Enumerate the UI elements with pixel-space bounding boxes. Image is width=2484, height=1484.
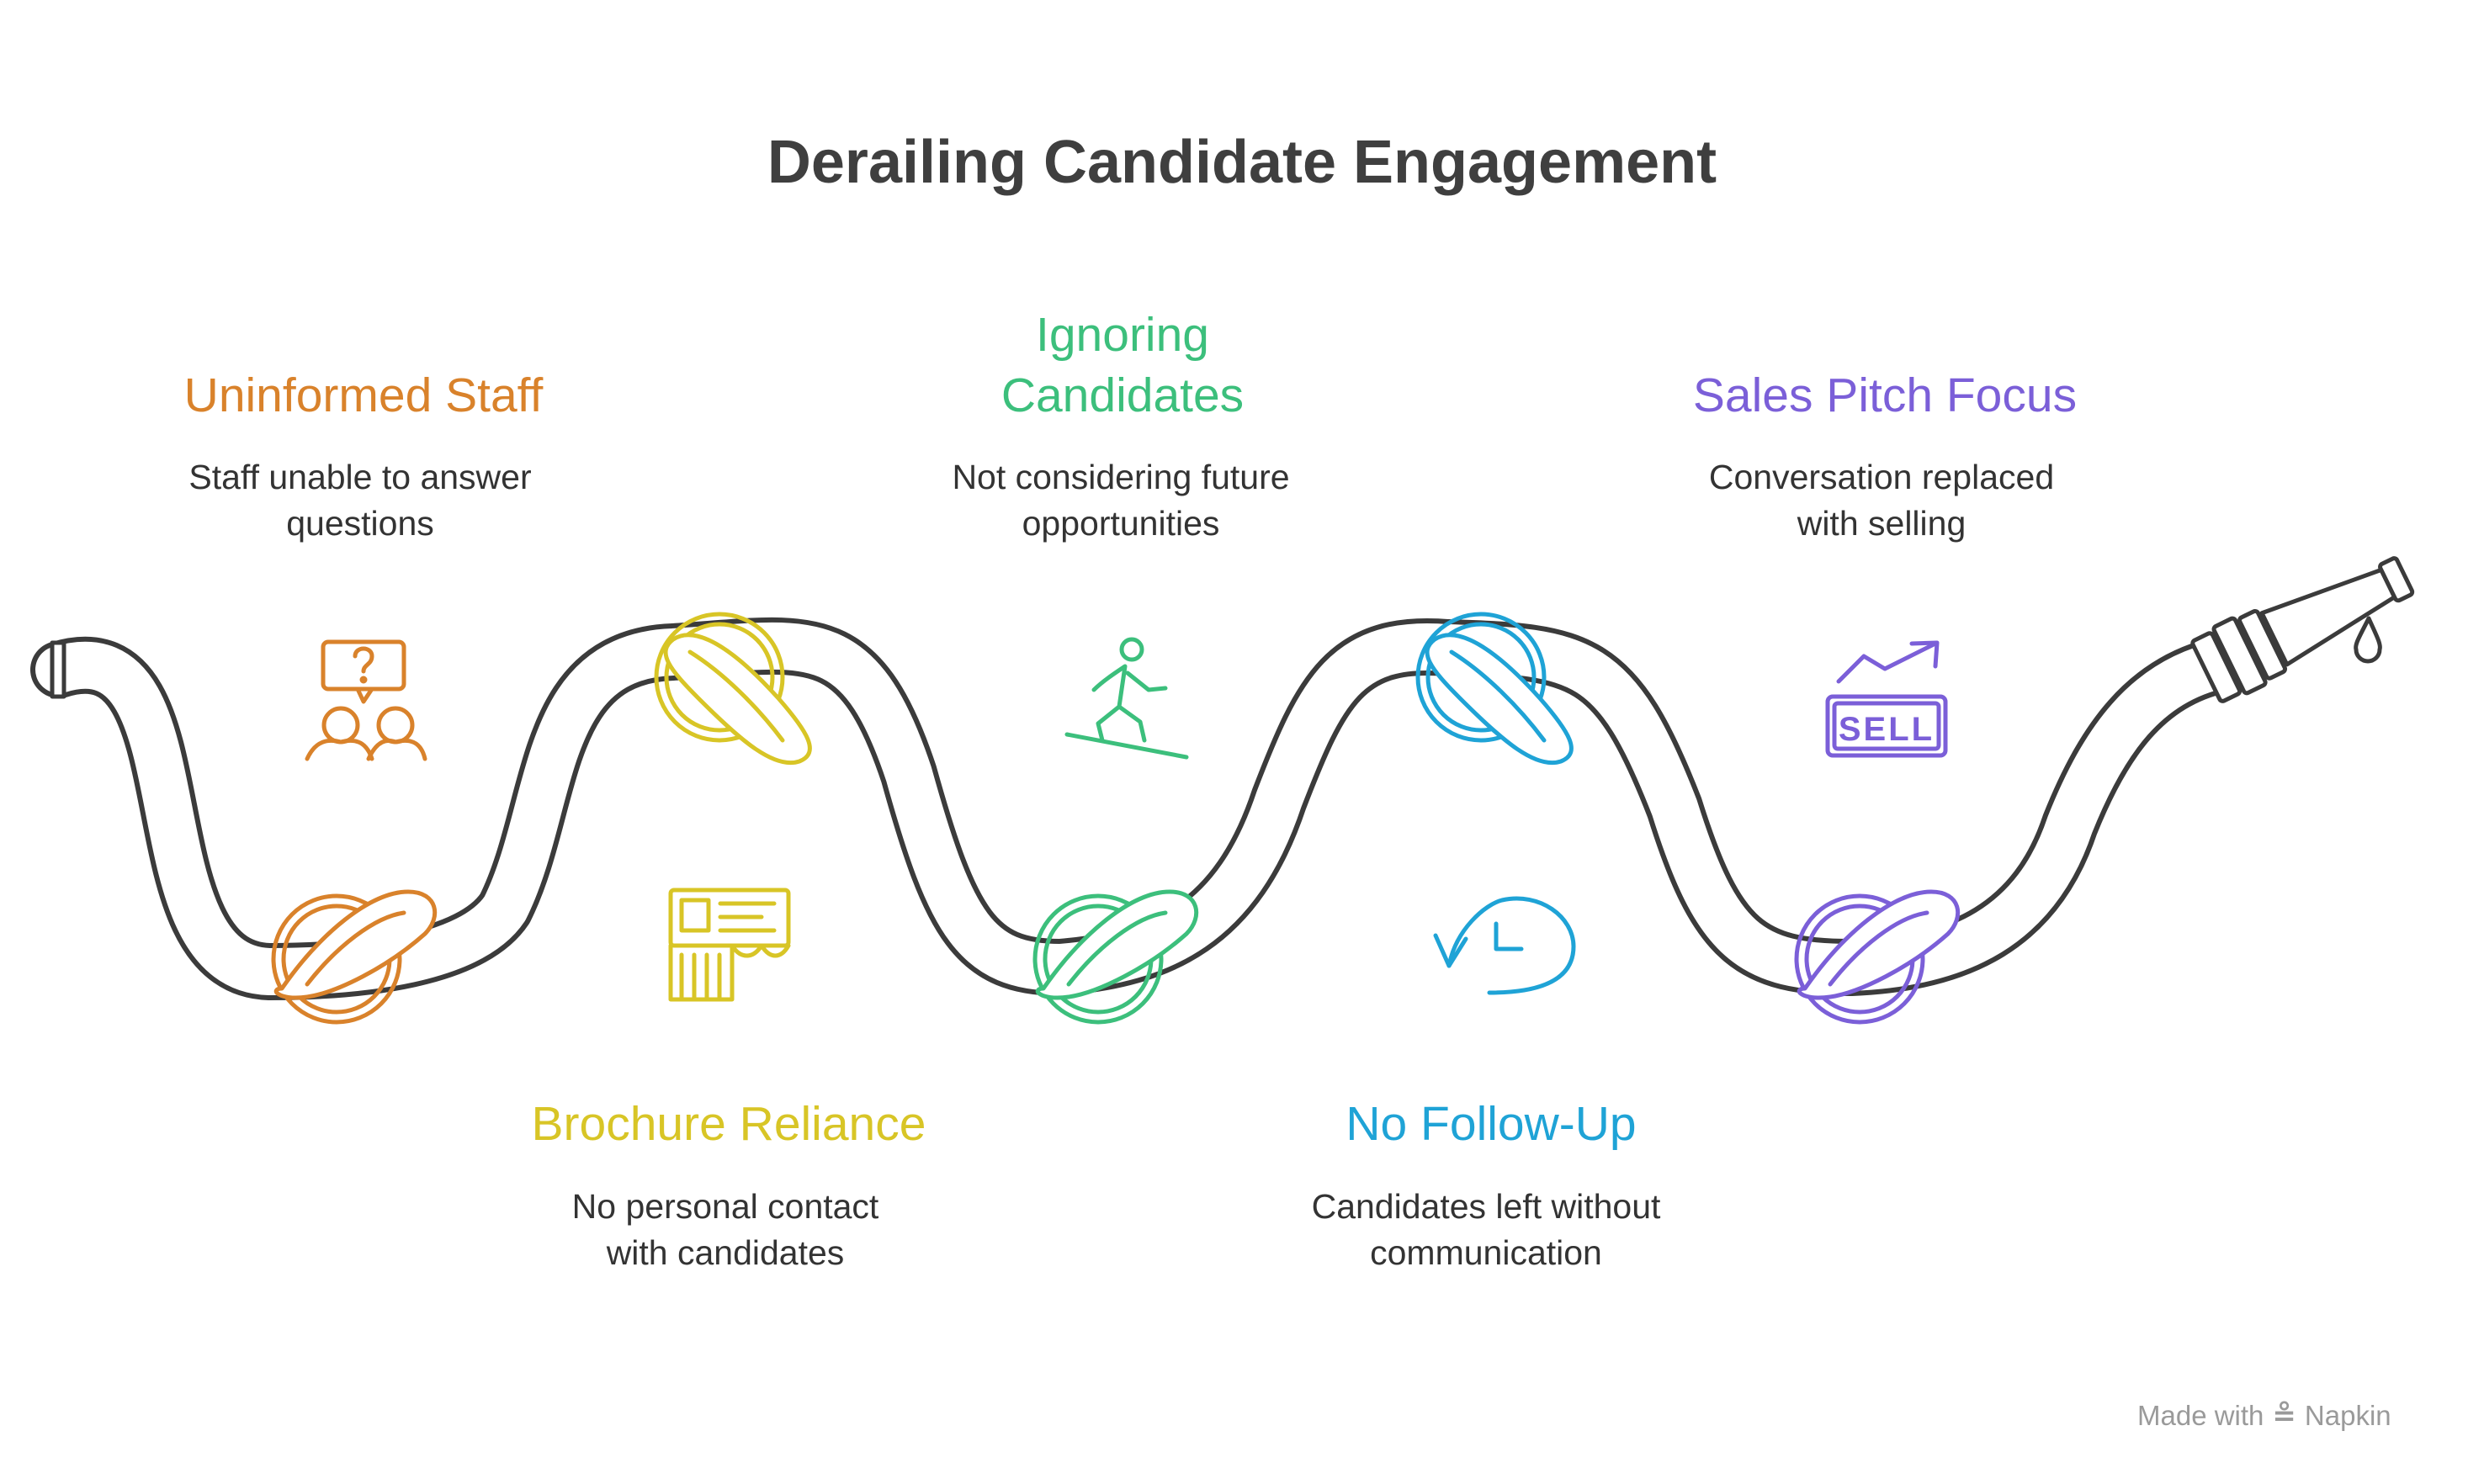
step-title-uninformed-staff: Uninformed Staff bbox=[183, 368, 544, 422]
footer-text: Made with bbox=[2137, 1400, 2264, 1431]
brochure-icon bbox=[668, 888, 791, 1002]
step-title-sales-pitch-focus: Sales Pitch Focus bbox=[1692, 368, 2078, 422]
diagram-title: Derailing Candidate Engagement bbox=[767, 129, 1717, 196]
clock-history-icon bbox=[1433, 896, 1576, 995]
napkin-logo-icon: ≗ bbox=[2272, 1400, 2296, 1432]
hose-nozzle bbox=[2190, 556, 2415, 703]
knot-uninformed-staff bbox=[271, 889, 438, 1025]
step-desc-sales-pitch-focus: Conversation replaced with selling bbox=[1708, 458, 2055, 543]
step-title-brochure-reliance: Brochure Reliance bbox=[531, 1097, 926, 1151]
sell-sign-label: SELL bbox=[1839, 711, 1935, 748]
walking-person-icon bbox=[1064, 637, 1189, 760]
knot-sales-pitch-focus bbox=[1794, 889, 1961, 1025]
step-title-ignoring-candidates: Ignoring Candidates bbox=[1000, 308, 1245, 422]
people-question-icon bbox=[305, 639, 427, 761]
step-desc-no-follow-up: Candidates left without communication bbox=[1311, 1187, 1661, 1272]
footer-watermark: Made with ≗ Napkin bbox=[2137, 1399, 2391, 1433]
step-desc-uninformed-staff: Staff unable to answer questions bbox=[188, 458, 532, 543]
step-desc-brochure-reliance: No personal contact with candidates bbox=[571, 1187, 879, 1272]
knot-no-follow-up bbox=[1415, 612, 1574, 766]
step-title-no-follow-up: No Follow-Up bbox=[1346, 1097, 1637, 1151]
knot-brochure-reliance bbox=[654, 612, 812, 766]
footer-brand: Napkin bbox=[2304, 1400, 2391, 1431]
sell-sign-icon bbox=[1825, 640, 1948, 758]
knot-ignoring-candidates bbox=[1032, 889, 1199, 1025]
step-desc-ignoring-candidates: Not considering future opportunities bbox=[952, 458, 1290, 543]
